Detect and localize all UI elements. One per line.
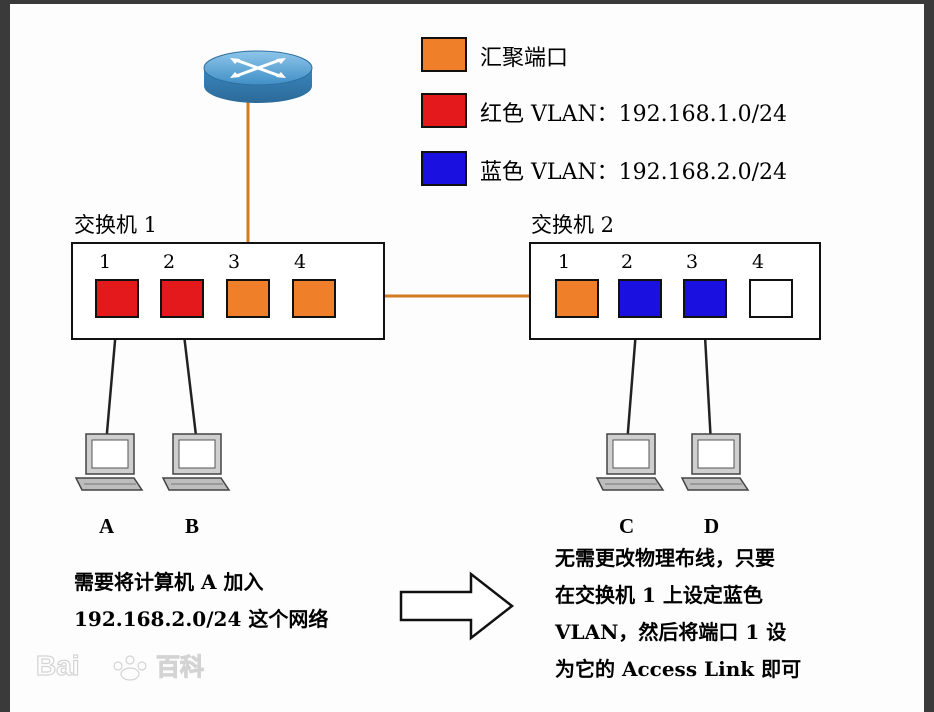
switch-2-port-1-number: 1 [558,251,571,273]
right-note: 无需更改物理布线，只要 在交换机 1 上设定蓝色 VLAN，然后将端口 1 设 … [555,540,801,688]
left-note: 需要将计算机 A 加入 192.168.2.0/24 这个网络 [74,564,328,638]
legend-label-blue-vlan: 蓝色 VLAN：192.168.2.0/24 [480,160,787,185]
computer-a-label: A [99,514,115,538]
computer-c-icon [595,433,665,491]
legend-label-red-vlan: 红色 VLAN：192.168.1.0/24 [480,102,787,127]
watermark-logo: Bai 百科 [35,649,204,681]
switch-2-port-3 [683,279,727,318]
left-note-line-2: 192.168.2.0/24 这个网络 [74,607,329,631]
switch-2-port-2-number: 2 [621,251,634,273]
computer-c-label: C [619,514,635,538]
switch-1-port-4 [292,279,336,318]
switch-1-ports [95,279,336,318]
legend [421,37,467,186]
legend-swatch-red-vlan [421,93,467,128]
computer-d-icon [680,433,750,491]
vlan-diagram: Bai 百科 [35,37,821,682]
right-note-line-2: 在交换机 1 上设定蓝色 [555,583,763,607]
switch-1-port-3-number: 3 [228,251,241,273]
switch-1-port-1-number: 1 [99,251,112,273]
switch-2-port-4-number: 4 [752,251,765,273]
right-note-line-1: 无需更改物理布线，只要 [555,546,775,570]
router-icon [203,50,313,103]
diagram-frame: Bai 百科 汇聚端口 红色 VLAN：192.168.1.0/24 蓝色 VL… [10,4,924,712]
legend-label-trunk: 汇聚端口 [480,46,569,71]
right-note-line-3: VLAN，然后将端口 1 设 [555,620,787,644]
switch-1-title: 交换机 1 [74,213,158,237]
switch-2-title: 交换机 2 [531,213,615,237]
switch-2-port-3-number: 3 [686,251,699,273]
legend-swatch-blue-vlan [421,151,467,186]
switch-2-port-1 [555,279,599,318]
svg-text:百科: 百科 [156,653,204,681]
switch-1-port-4-number: 4 [294,251,307,273]
switch-1-port-3 [226,279,270,318]
switch-1-port-1 [95,279,139,318]
computer-a-icon [74,433,144,491]
switch-2-port-2 [618,279,662,318]
right-note-line-4: 为它的 Access Link 即可 [555,657,802,681]
switch-1-port-2 [160,279,204,318]
switch-1-port-2-number: 2 [163,251,176,273]
computer-b-label: B [185,514,200,538]
computer-b-icon [161,433,231,491]
svg-text:Bai: Bai [36,650,80,681]
computer-d-label: D [704,514,720,538]
right-arrow-icon [399,571,515,641]
switch-2-ports [555,279,793,318]
left-note-line-1: 需要将计算机 A 加入 [74,570,264,594]
legend-swatch-trunk [421,37,467,72]
switch-2-port-4 [749,279,793,318]
